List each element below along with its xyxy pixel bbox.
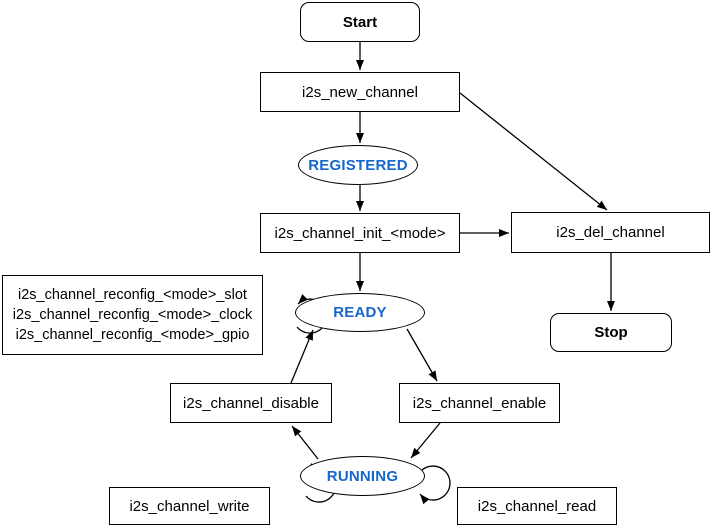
node-stop-label: Stop — [594, 324, 628, 341]
reconfig-gpio-label: i2s_channel_reconfig_<mode>_gpio — [15, 327, 250, 343]
reconfig-slot-label: i2s_channel_reconfig_<mode>_slot — [18, 287, 247, 303]
node-i2s-channel-read-label: i2s_channel_read — [477, 497, 597, 515]
edge-running-to-disable — [291, 425, 319, 460]
node-i2s-channel-init-label: i2s_channel_init_<mode> — [274, 224, 446, 242]
node-i2s-channel-enable: i2s_channel_enable — [399, 383, 560, 423]
state-ready-label: READY — [333, 304, 387, 321]
state-registered-label: REGISTERED — [308, 156, 408, 174]
node-i2s-channel-disable: i2s_channel_disable — [170, 383, 332, 423]
edge-enable-to-running — [410, 422, 441, 459]
edge-ready-to-enable — [406, 328, 438, 382]
reconfig-clock-label: i2s_channel_reconfig_<mode>_clock — [12, 307, 253, 323]
state-running-label: RUNNING — [326, 467, 399, 485]
node-i2s-channel-enable-label: i2s_channel_enable — [412, 394, 547, 412]
state-running: RUNNING — [300, 456, 425, 496]
node-i2s-channel-write: i2s_channel_write — [109, 487, 270, 525]
edge-new-channel-to-del-channel — [459, 92, 608, 211]
node-i2s-channel-init: i2s_channel_init_<mode> — [260, 213, 460, 253]
state-ready: READY — [295, 293, 425, 332]
node-start: Start — [300, 2, 420, 42]
node-i2s-new-channel: i2s_new_channel — [260, 72, 460, 112]
self-loop-running-read — [419, 465, 451, 505]
node-i2s-channel-read: i2s_channel_read — [457, 487, 617, 525]
node-i2s-new-channel-label: i2s_new_channel — [302, 83, 418, 101]
state-registered: REGISTERED — [298, 145, 418, 185]
edge-disable-to-ready — [290, 329, 314, 384]
node-i2s-del-channel-label: i2s_del_channel — [556, 224, 665, 241]
node-i2s-channel-disable-label: i2s_channel_disable — [183, 394, 319, 412]
node-i2s-channel-reconfig: i2s_channel_reconfig_<mode>_slot i2s_cha… — [2, 275, 263, 355]
node-i2s-del-channel: i2s_del_channel — [511, 212, 710, 253]
node-i2s-channel-write-label: i2s_channel_write — [129, 497, 250, 515]
node-stop: Stop — [550, 313, 672, 352]
node-start-label: Start — [342, 13, 378, 31]
